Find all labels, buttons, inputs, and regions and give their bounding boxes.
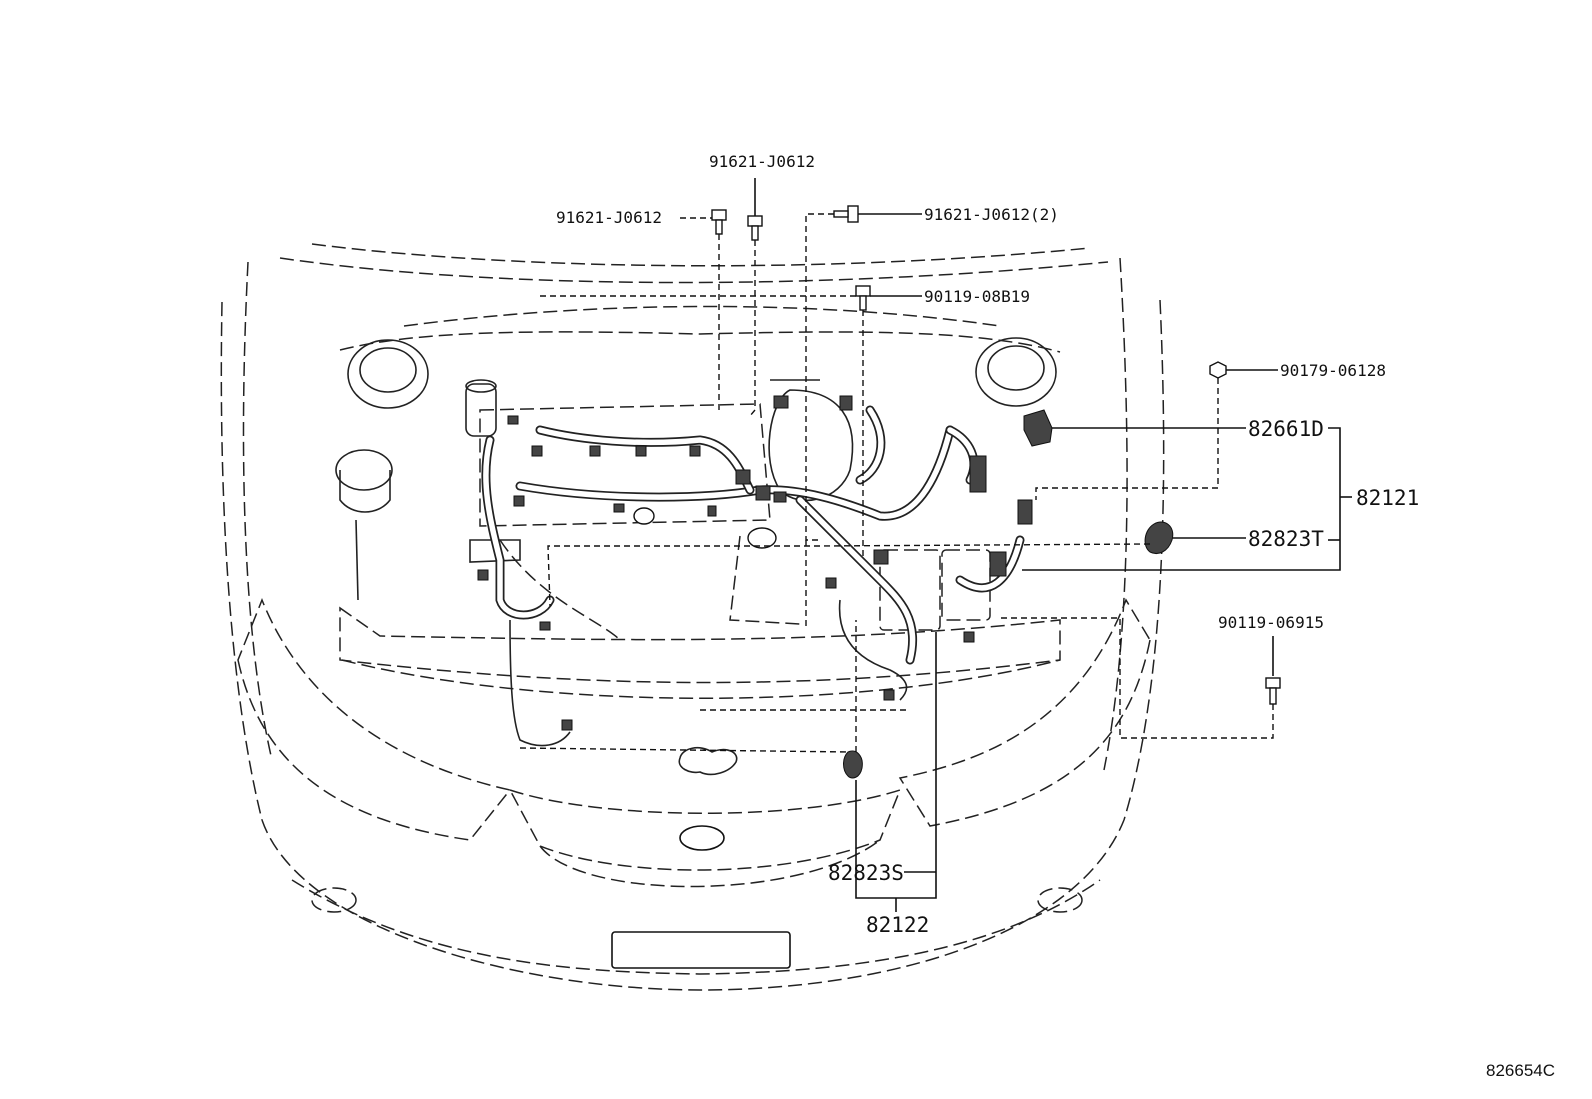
engine-bay xyxy=(335,305,1061,641)
parts xyxy=(711,205,1281,779)
figure-code: 826654C xyxy=(1486,1061,1555,1080)
label-91621-left: 91621-J0612 xyxy=(556,208,662,227)
label-90119-06915: 90119-06915 xyxy=(1218,613,1324,632)
relay-block-icon xyxy=(1023,409,1053,447)
label-91621-top: 91621-J0612 xyxy=(709,152,815,171)
leader-lines xyxy=(519,178,1352,912)
terminal-cover-icon xyxy=(843,750,863,779)
label-82823s: 82823S xyxy=(828,861,904,885)
car-body-outline xyxy=(220,243,1165,991)
bolt-icon xyxy=(855,285,871,311)
label-82661d: 82661D xyxy=(1248,417,1324,441)
label-91621-right: 91621-J0612(2) xyxy=(924,205,1059,224)
label-90179-06128: 90179-06128 xyxy=(1280,361,1386,380)
terminal-cover-icon xyxy=(1144,521,1174,554)
nut-icon xyxy=(1209,361,1227,379)
bolt-icon xyxy=(833,205,859,223)
bolt-icon xyxy=(747,215,763,241)
label-82122: 82122 xyxy=(866,913,929,937)
bolt-icon xyxy=(1265,677,1281,705)
callout-labels: 91621-J0612 91621-J0612 91621-J0612(2) 9… xyxy=(556,152,1555,1080)
label-82823t: 82823T xyxy=(1248,527,1324,551)
label-82121: 82121 xyxy=(1356,486,1419,510)
wire-harness xyxy=(477,395,1033,747)
bolt-icon xyxy=(711,209,727,235)
label-90119-08b19: 90119-08B19 xyxy=(924,287,1030,306)
